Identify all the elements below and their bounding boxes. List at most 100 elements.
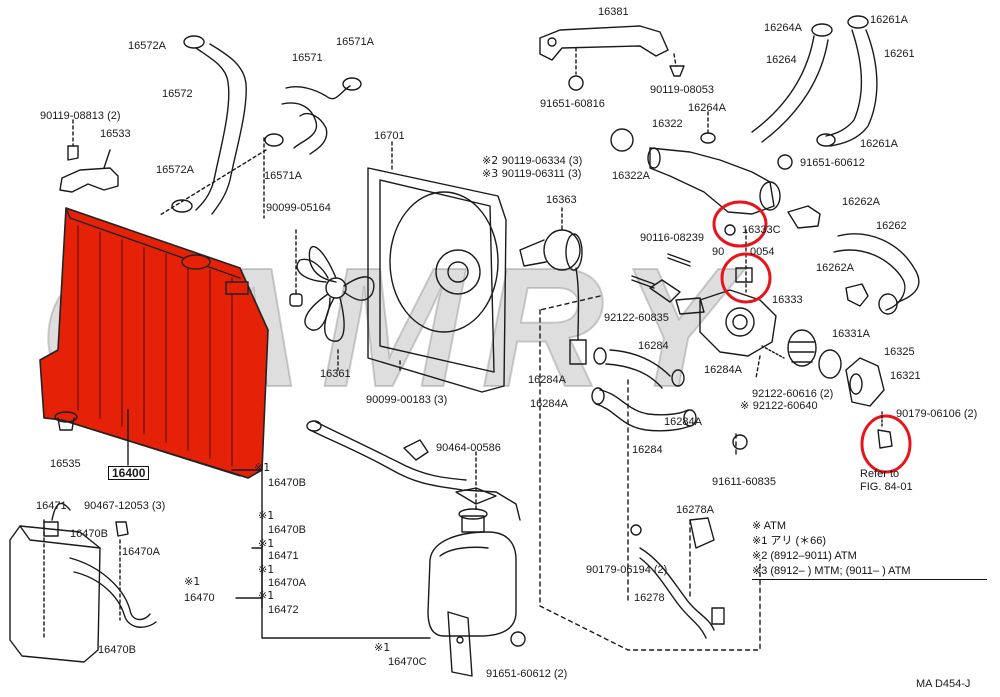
legend-row-mtm-atm: ※3 (8912– ) MTM; (9011– ) ATM (752, 564, 987, 580)
highlight-circle-16333c (712, 200, 768, 248)
mark-asterisk1-g: ※1 (374, 641, 391, 654)
label-16331a: 16331A (832, 328, 870, 340)
label-90099-00183: 90099-00183 (3) (366, 394, 448, 406)
reserve-tank-inset (9, 502, 157, 663)
label-16284a-right2: 16284A (664, 416, 702, 428)
label-16262: 16262 (876, 220, 907, 232)
drain-plug-16535 (54, 411, 78, 431)
label-16262a-top: 16262A (842, 196, 880, 208)
label-90119-06334: ※2 90119-06334 (3) (482, 154, 583, 168)
label-16284a-right: 16284A (704, 364, 742, 376)
label-90-prefix: 90 (712, 246, 725, 258)
stud-bolt-90116-08239 (631, 253, 691, 289)
label-90119-08813: 90119-08813 (2) (40, 110, 121, 122)
label-16325: 16325 (884, 346, 915, 358)
mark-asterisk1-f: ※1 (258, 589, 275, 602)
gasket-16325 (818, 349, 842, 379)
label-90099-05164: 90099-05164 (266, 202, 331, 214)
legend-row-8912-9011: ※2 (8912–9011) ATM (752, 550, 857, 562)
label-91611-60835: 91611-60835 (712, 476, 777, 488)
label-16701: 16701 (374, 130, 405, 142)
label-16535: 16535 (50, 458, 81, 470)
label-16470a-left: 16470A (122, 546, 160, 558)
label-92122-60640: ※ 92122-60640 (740, 399, 818, 413)
thermostat-cover-16321 (845, 357, 885, 407)
label-16333: 16333 (772, 294, 803, 306)
label-90116-08239: 90116-08239 (640, 232, 705, 244)
label-16572a-mid: 16572A (156, 164, 194, 176)
highlighted-bolts (724, 224, 893, 449)
label-16284-top: 16284 (638, 340, 669, 352)
lower-hose-16571 (159, 77, 362, 219)
label-16572: 16572 (162, 88, 193, 100)
label-90464-00586: 90464-00586 (436, 442, 501, 454)
reserve-tank-16470 (427, 451, 517, 677)
label-16322a: 16322A (612, 170, 650, 182)
label-16264a-mid: 16264A (688, 102, 726, 114)
label-16471-mid: 16471 (268, 550, 299, 562)
highlight-circle-0054 (720, 252, 772, 304)
mark-asterisk1-a: ※1 (254, 461, 271, 474)
label-90467-12053: 90467-12053 (3) (84, 500, 166, 512)
stud-92122-60616 (761, 345, 785, 359)
label-16363: 16363 (546, 194, 577, 206)
mark-asterisk1-d: ※1 (258, 563, 275, 576)
upper-hose-16572 (171, 35, 247, 215)
bolt-symbols (510, 75, 793, 647)
label-92122-60616: 92122-60616 (2) (752, 388, 834, 400)
label-refer-line1: Refer to (860, 468, 900, 480)
reserve-tank-hose-16470B (306, 420, 521, 521)
mark-asterisk1-c: ※1 (258, 537, 275, 550)
label-16284a-left2: 16284A (530, 398, 568, 410)
label-16322: 16322 (652, 118, 683, 130)
label-16262a-mid: 16262A (816, 262, 854, 274)
radiator-16400 (39, 207, 269, 479)
label-91651-60612-bottom: 91651-60612 (2) (486, 668, 568, 680)
label-16361: 16361 (320, 368, 351, 380)
label-16470: 16470 (184, 592, 215, 604)
label-90119-08053: 90119-08053 (650, 84, 715, 96)
label-16278: 16278 (634, 592, 665, 604)
legend: ※ ATM ※1 アリ (＊66) ※2 (8912–9011) ATM ※3 … (752, 519, 987, 580)
label-90179-06106: 90179-06106 (2) (896, 408, 978, 420)
label-91651-60612-top: 91651-60612 (800, 157, 865, 169)
label-16400: 16400 (108, 466, 150, 480)
legend-row-atm: ※ ATM (752, 520, 787, 532)
label-16381: 16381 (598, 6, 629, 18)
radiator-hose-16262 (787, 205, 920, 315)
label-16261a-mid: 16261A (860, 138, 898, 150)
label-16470c: 16470C (388, 656, 427, 668)
bypass-pipe-16278 (630, 517, 725, 639)
label-16284-bottom: 16284 (632, 444, 663, 456)
mark-asterisk1-e: ※1 (184, 575, 201, 588)
guide-lines (539, 295, 761, 651)
mark-asterisk1-b: ※1 (258, 509, 275, 522)
label-16264a-top: 16264A (764, 22, 802, 34)
bracket-16533 (59, 119, 119, 193)
label-16470b-left: 16470B (70, 528, 108, 540)
label-0054: 0054 (750, 246, 775, 258)
label-91651-60816: 91651-60816 (540, 98, 605, 110)
label-16470b-b: 16470B (268, 524, 306, 536)
bracket-16381 (539, 25, 685, 77)
label-16571: 16571 (292, 52, 323, 64)
bypass-hose-16264 (751, 23, 833, 143)
label-16261a-top: 16261A (870, 14, 908, 26)
label-16572a-top: 16572A (128, 40, 166, 52)
label-16472: 16472 (268, 604, 299, 616)
label-16533: 16533 (100, 128, 131, 140)
label-16470a-mid: 16470A (268, 577, 306, 589)
label-90119-06311: ※3 90119-06311 (3) (482, 167, 582, 181)
bypass-hose-16261 (816, 15, 878, 147)
label-16261: 16261 (884, 48, 915, 60)
water-hose-16284 (591, 347, 697, 432)
callout-bracket (231, 467, 431, 639)
highlight-marks (712, 200, 912, 474)
label-16333c: 16333C (742, 224, 781, 236)
legend-row-ari: ※1 アリ (＊66) (752, 535, 827, 547)
label-16571a-mid: 16571A (264, 170, 302, 182)
label-16470b-a: 16470B (268, 477, 306, 489)
label-refer-line2: FIG. 84-01 (860, 481, 913, 493)
